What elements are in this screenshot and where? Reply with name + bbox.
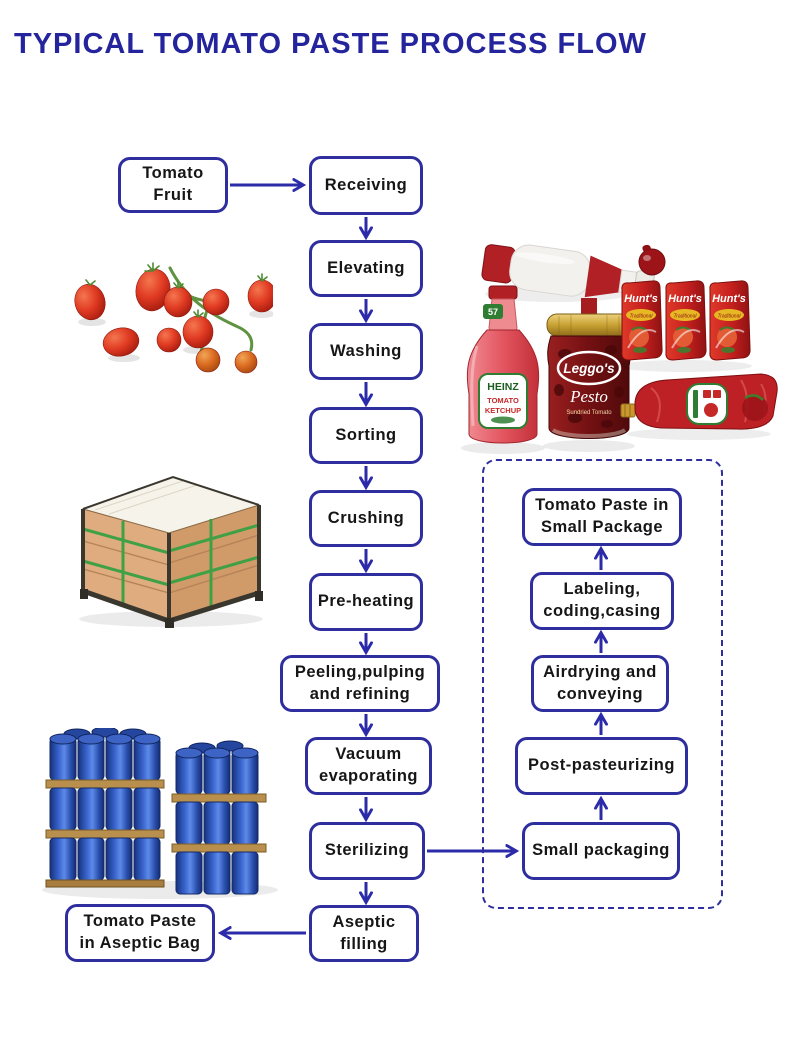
flow-box-labeling-coding-casing: Labeling, coding,casing	[530, 572, 674, 630]
hunts-brand-text: Hunt's	[668, 293, 702, 305]
leggos-subtitle-text: Sundried Tomato	[566, 410, 612, 416]
flow-box-peeling-pulping: Peeling,pulping and refining	[280, 655, 440, 712]
hunts-sub-text: Traditional	[630, 314, 654, 320]
hunts-pouch: Hunt's Traditional	[665, 280, 707, 361]
hunts-sub-text: Traditional	[718, 314, 742, 320]
tomato-products-photo: 57 HEINZ TOMATO KETCHUP	[461, 244, 778, 454]
hunts-pouch: Hunt's Traditional	[621, 280, 663, 361]
flow-box-elevating: Elevating	[309, 240, 423, 297]
leggos-pesto-jar: Leggo's Pesto Sundried Tomato	[543, 298, 635, 452]
flow-box-airdrying-conveying: Airdrying and conveying	[531, 655, 669, 712]
blue-drums-photo	[42, 728, 278, 899]
flow-box-small-packaging: Small packaging	[522, 822, 680, 880]
squeeze-bottle	[481, 244, 666, 302]
flow-box-sorting: Sorting	[309, 407, 423, 464]
heinz-tomato-text: TOMATO	[487, 396, 519, 405]
flow-box-post-pasteurizing: Post-pasteurizing	[515, 737, 688, 795]
heinz-brand-text: HEINZ	[487, 381, 519, 393]
heinz-ketchup-bottle: 57 HEINZ TOMATO KETCHUP	[461, 285, 545, 454]
ketchup-sachet	[620, 373, 778, 440]
flow-box-washing: Washing	[309, 323, 423, 380]
hunts-brand-text: Hunt's	[712, 293, 746, 305]
flow-box-vacuum-evaporating: Vacuum evaporating	[305, 737, 432, 795]
crate-straps	[82, 519, 260, 609]
flow-box-receiving: Receiving	[309, 156, 423, 215]
flow-box-tomato-fruit: Tomato Fruit	[118, 157, 228, 213]
hunts-brand-text: Hunt's	[624, 293, 658, 305]
flow-box-aseptic-filling: Aseptic filling	[309, 905, 419, 962]
flow-box-crushing: Crushing	[309, 490, 423, 547]
flow-box-tomato-paste-aseptic-bag: Tomato Paste in Aseptic Bag	[65, 904, 215, 962]
small-package-section-outline	[482, 459, 723, 909]
heinz-57-text: 57	[488, 307, 498, 317]
ketchup-drop	[638, 244, 666, 276]
drum-stack-right	[171, 740, 267, 895]
wooden-crate-photo	[79, 475, 263, 628]
flow-box-sterilizing: Sterilizing	[309, 822, 425, 880]
leggos-brand-text: Leggo's	[563, 361, 615, 376]
hunts-sub-text: Traditional	[674, 314, 698, 320]
tomato-fruits	[74, 268, 273, 374]
crate-frame	[81, 475, 261, 624]
hunts-pouches: Hunt's Traditional Hunt's Traditional	[616, 280, 752, 372]
heinz-ketchup-text: KETCHUP	[485, 406, 521, 415]
leggos-pesto-text: Pesto	[569, 387, 608, 406]
drum-stack-left	[45, 728, 165, 888]
page-title: TYPICAL TOMATO PASTE PROCESS FLOW	[14, 28, 647, 60]
flow-box-pre-heating: Pre-heating	[309, 573, 423, 631]
flow-box-tomato-paste-small-package: Tomato Paste in Small Package	[522, 488, 682, 546]
cherry-tomatoes-photo	[74, 262, 273, 374]
hunts-pouch: Hunt's Traditional	[709, 280, 751, 361]
tomato-sepals	[85, 262, 268, 318]
